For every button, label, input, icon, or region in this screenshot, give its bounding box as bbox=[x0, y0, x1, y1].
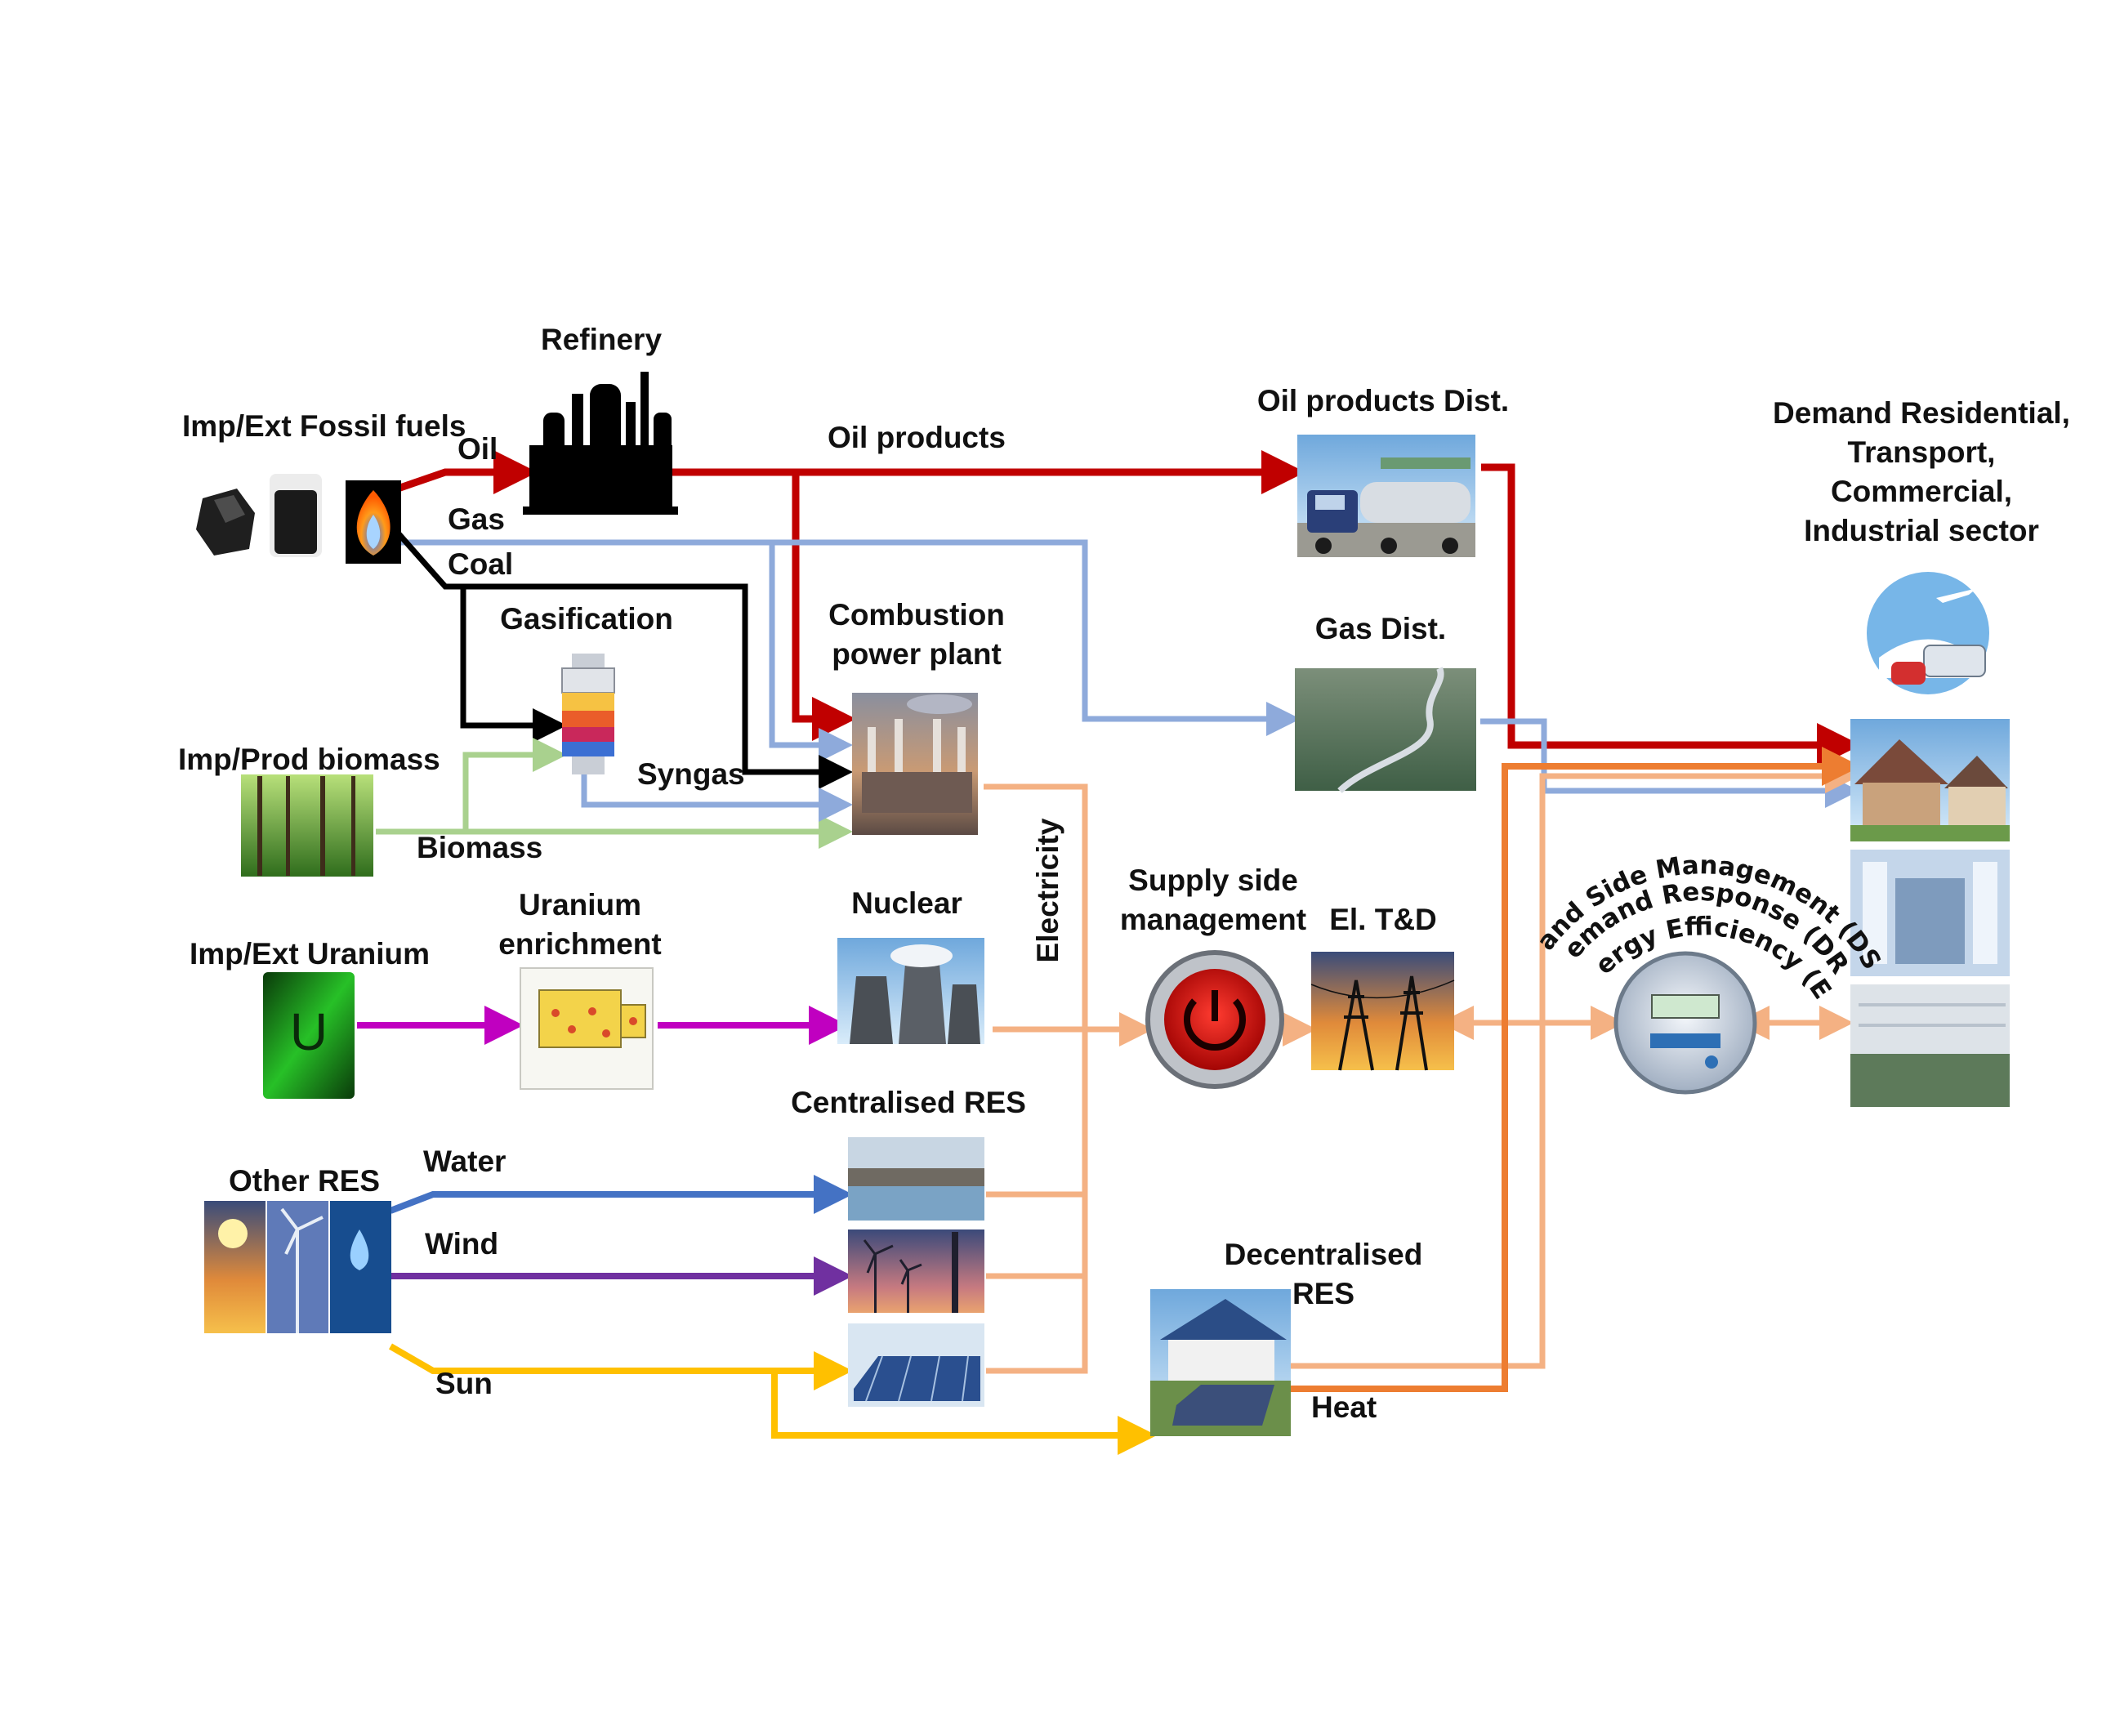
water-flow-label: Water bbox=[423, 1145, 506, 1178]
process-labels: Refinery Gasification Combustion power p… bbox=[498, 323, 1509, 1310]
demand-icons bbox=[1850, 572, 2010, 1107]
uranium-icon: U bbox=[263, 972, 355, 1099]
gas-to-combustion-line bbox=[769, 542, 853, 762]
demand-label-line2: Transport, bbox=[1848, 435, 1996, 469]
power-button-icon bbox=[1145, 950, 1284, 1089]
demand-label-line1: Demand Residential, bbox=[1773, 396, 2070, 430]
wind-turbine-icon bbox=[267, 1201, 328, 1333]
syngas-flow-label: Syngas bbox=[637, 757, 745, 791]
sun-flow-line bbox=[389, 1343, 853, 1390]
uranium-enrichment-label-line1: Uranium bbox=[519, 888, 641, 922]
biomass-to-gasification-line bbox=[462, 738, 567, 832]
heat-flow-label: Heat bbox=[1311, 1390, 1377, 1424]
decentralised-res-label-line1: Decentralised bbox=[1225, 1238, 1423, 1271]
oil-to-combustion-line bbox=[792, 472, 856, 741]
biomass-source-label: Imp/Prod biomass bbox=[178, 743, 440, 776]
wind-flow-label: Wind bbox=[425, 1227, 498, 1261]
oil-dist-to-demand-line bbox=[1481, 463, 1861, 767]
gas-dist-to-demand-line bbox=[1480, 718, 1859, 808]
oil-dist-label: Oil products Dist. bbox=[1257, 384, 1509, 417]
wind-farm-icon bbox=[848, 1229, 984, 1313]
refinery-icon bbox=[523, 372, 678, 515]
industrial-icon bbox=[1850, 984, 2010, 1107]
gas-flame-icon bbox=[346, 480, 401, 564]
smart-meter-icon bbox=[1613, 951, 1757, 1095]
supply-side-label-line1: Supply side bbox=[1128, 864, 1298, 897]
electricity-from-combustion-line bbox=[984, 783, 1088, 1374]
coal-flow-label: Coal bbox=[448, 547, 513, 581]
dam-icon bbox=[848, 1137, 984, 1221]
fossil-fuels-label: Imp/Ext Fossil fuels bbox=[182, 409, 466, 443]
heat-flow-line bbox=[1289, 747, 1861, 1392]
centralised-res-icons bbox=[848, 1137, 984, 1407]
gasification-label: Gasification bbox=[500, 602, 673, 636]
uranium-source-label: Imp/Ext Uranium bbox=[190, 937, 430, 971]
electricity-flow-label: Electricity bbox=[1031, 818, 1064, 962]
centralised-res-label: Centralised RES bbox=[791, 1086, 1026, 1119]
coal-flow-line bbox=[394, 529, 853, 789]
demand-label-line4: Industrial sector bbox=[1804, 514, 2039, 547]
source-labels: Imp/Ext Fossil fuels Imp/Prod biomass Im… bbox=[178, 409, 466, 1198]
nuclear-label: Nuclear bbox=[851, 886, 962, 920]
commercial-icon bbox=[1850, 850, 2010, 976]
oil-flow-line bbox=[396, 450, 538, 494]
cooling-tower-icon bbox=[837, 938, 984, 1044]
forest-icon bbox=[241, 774, 373, 877]
oil-barrel-icon bbox=[270, 474, 322, 557]
demand-label: Demand Residential, Transport, Commercia… bbox=[1773, 396, 2070, 547]
coal-icon bbox=[196, 489, 255, 556]
tanker-truck-icon bbox=[1297, 435, 1475, 557]
demand-label-line3: Commercial, bbox=[1831, 475, 2012, 508]
biomass-flow-label: Biomass bbox=[417, 831, 542, 864]
decentralised-res-label-line2: RES bbox=[1292, 1277, 1354, 1310]
el-td-label: El. T&D bbox=[1329, 903, 1437, 936]
solar-panel-icon bbox=[848, 1323, 984, 1407]
gas-dist-label: Gas Dist. bbox=[1315, 612, 1446, 645]
flow-lines bbox=[357, 450, 1861, 1455]
transport-icon bbox=[1867, 572, 1989, 694]
supply-side-label-line2: management bbox=[1120, 903, 1306, 936]
sun-icon bbox=[204, 1201, 266, 1333]
transmission-tower-icon bbox=[1310, 952, 1455, 1071]
gas-flow-label: Gas bbox=[448, 502, 505, 536]
refinery-label: Refinery bbox=[541, 323, 662, 356]
fossil-fuel-icons bbox=[196, 474, 401, 564]
sun-to-decentralised-line bbox=[771, 1371, 1157, 1455]
gas-flow-line bbox=[398, 539, 1301, 736]
water-flow-line bbox=[389, 1175, 853, 1214]
combustion-label-line1: Combustion bbox=[828, 598, 1005, 631]
decentralised-electricity-line bbox=[1289, 1023, 1546, 1369]
svg-text:U: U bbox=[290, 1002, 328, 1061]
oil-flow-label: Oil bbox=[457, 432, 498, 466]
coal-to-gasification-line bbox=[460, 587, 567, 743]
water-drop-icon bbox=[330, 1201, 391, 1333]
other-res-label: Other RES bbox=[229, 1164, 380, 1198]
uranium-enrichment-label-line2: enrichment bbox=[498, 927, 661, 961]
enrichment-icon bbox=[520, 967, 654, 1090]
other-res-icons bbox=[204, 1201, 391, 1333]
residential-icon bbox=[1850, 719, 2010, 841]
power-plant-icon bbox=[852, 693, 978, 835]
gasifier-icon bbox=[561, 654, 615, 774]
pipeline-icon bbox=[1295, 667, 1476, 793]
combustion-label-line2: power plant bbox=[832, 637, 1002, 671]
oil-products-flow-label: Oil products bbox=[828, 421, 1006, 454]
electricity-to-residential-line bbox=[1539, 759, 1859, 1023]
flow-labels: Oil Gas Coal Oil products Syngas Biomass… bbox=[417, 421, 1377, 1424]
syngas-flow-line bbox=[581, 774, 853, 822]
rooftop-solar-icon bbox=[1150, 1289, 1291, 1436]
sun-flow-label: Sun bbox=[435, 1367, 493, 1400]
